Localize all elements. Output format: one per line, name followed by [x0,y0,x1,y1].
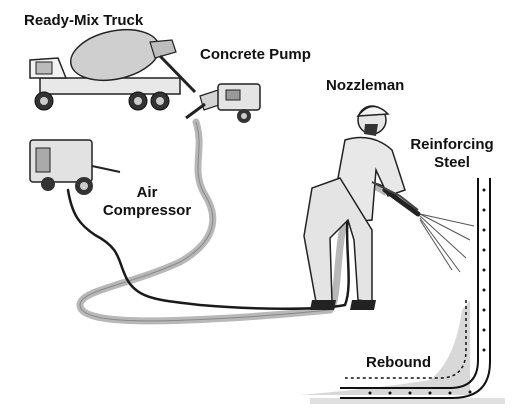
steel-dots [368,188,486,395]
concrete-pump [185,83,261,123]
label-air-compressor-line1: Air [136,184,158,201]
label-air-compressor: Air Compressor [92,184,202,220]
label-rebound: Rebound [366,354,431,371]
label-concrete-pump: Concrete Pump [200,46,311,63]
shotcrete-spray [419,213,475,273]
reinforcing-steel [340,178,491,399]
label-reinforcing-steel: Reinforcing Steel [398,136,506,172]
label-reinforcing-steel-line2: Steel [434,154,470,171]
ready-mix-truck [29,28,197,111]
label-air-compressor-line2: Compressor [102,202,192,219]
nozzleman-figure [303,105,421,310]
air-compressor [29,139,121,195]
label-nozzleman: Nozzleman [326,77,405,94]
label-reinforcing-steel-line1: Reinforcing [410,136,494,153]
concrete-hose-edge [79,121,331,322]
rebound-floor-streak [310,398,505,404]
rebound-pile [300,300,470,395]
label-ready-mix-truck: Ready-Mix Truck [24,12,144,29]
